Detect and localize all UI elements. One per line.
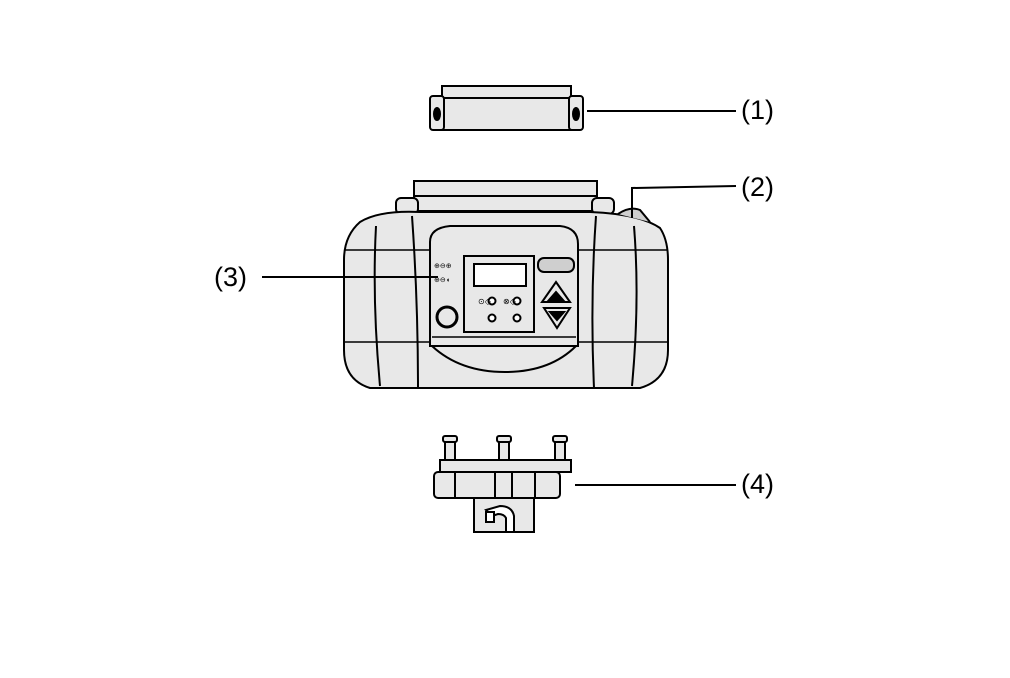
part-1-top-cover [429, 85, 584, 131]
callout-3: (3) [214, 262, 247, 292]
part-4-base-connector [433, 435, 572, 533]
leader-line-2 [631, 185, 737, 218]
callout-4: (4) [741, 469, 774, 499]
display-button-label-right: ⊗◇ [503, 297, 517, 306]
callout-2: (2) [741, 172, 774, 202]
part-2-main-housing [343, 180, 669, 389]
panel-icon-bottom: ⊕⊖◖ [434, 277, 450, 284]
display-button-label-left: ⊙◇ [478, 297, 492, 306]
callout-1: (1) [741, 95, 774, 125]
panel-icon-top: ⊕⊖⊕ [434, 263, 452, 270]
